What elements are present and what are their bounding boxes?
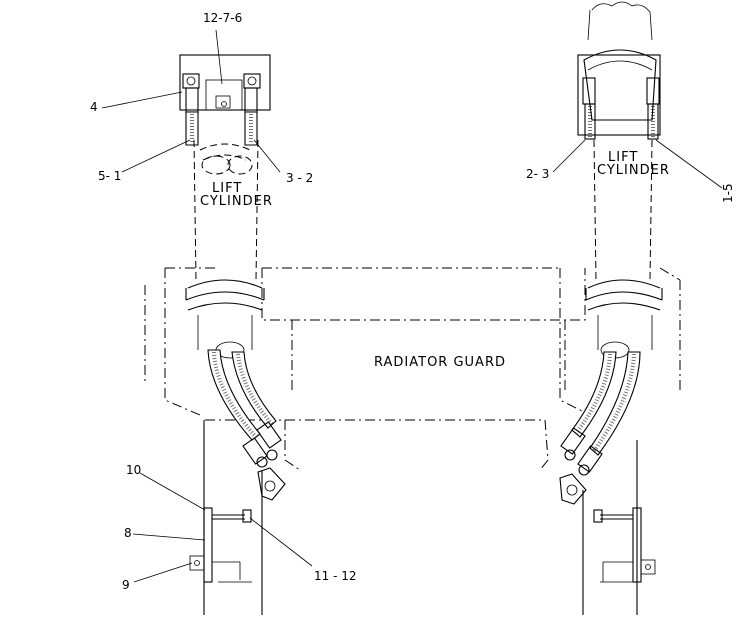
left-cylinder-label-line1: LIFT: [212, 181, 242, 196]
callout-11-12: 11 - 12: [314, 569, 357, 583]
right-cylinder-label-line2: CYLINDER: [597, 163, 670, 178]
leader-lines: [101, 29, 723, 583]
left-lift-cylinder: [179, 54, 286, 501]
right-lift-cylinder: [559, 1, 663, 505]
radiator-guard-label: RADIATOR GUARD: [374, 355, 506, 370]
callout-10: 10: [126, 463, 141, 477]
callout-4: 4: [90, 100, 98, 114]
left-clamp-assembly: [189, 507, 252, 583]
callout-5-1: 5- 1: [98, 169, 121, 183]
right-clamp-assembly: [593, 507, 656, 583]
radiator-guard-frame: [144, 267, 681, 615]
callout-8: 8: [124, 526, 132, 540]
callout-2-3: 2- 3: [526, 167, 549, 181]
right-cylinder-label-line1: LIFT: [608, 150, 638, 165]
callout-12-7-6: 12-7-6: [203, 11, 242, 25]
callout-9: 9: [122, 578, 130, 592]
callout-3-2: 3 - 2: [286, 171, 313, 185]
left-cylinder-label-line2: CYLINDER: [200, 194, 273, 209]
callout-1-5: 1-5: [721, 183, 735, 203]
